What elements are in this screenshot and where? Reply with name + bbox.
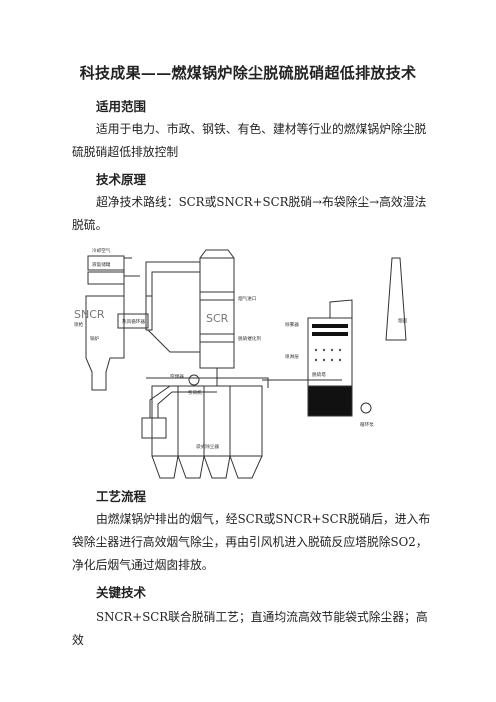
- air-box: [87, 271, 125, 285]
- duct-up: [145, 261, 201, 297]
- paragraph-process: 由燃煤锅炉排出的烟气，经SCR或SNCR+SCR脱硝后，进入布袋除尘器进行高效烟…: [72, 508, 434, 577]
- paragraph-scope: 适用于电力、市政、钢铁、有色、建材等行业的燃煤锅炉除尘脱硫脱硝超低排放控制: [72, 118, 434, 164]
- label-tower: 脱硫塔: [312, 371, 326, 378]
- label-bag: 袋式除尘器: [196, 443, 219, 450]
- label-heater: 热风循环器: [122, 318, 145, 325]
- fan: [188, 374, 200, 386]
- label-ammonia: 液氨储罐: [92, 261, 111, 268]
- sncr-label: SNCR: [74, 308, 105, 321]
- heading-process: 工艺流程: [96, 489, 147, 504]
- heading-key: 关键技术: [96, 585, 147, 600]
- label-nozzle: 喷枪: [74, 321, 84, 328]
- principle-text: 超净技术路线：SCR或SNCR+SCR脱硝→布袋除尘→高效湿法脱硫。: [72, 195, 427, 232]
- label-chimney: 烟囱: [398, 317, 408, 324]
- label-inlet: 烟气进口: [238, 295, 257, 302]
- label-air: 冷却空气: [92, 247, 111, 254]
- heading-scope: 适用范围: [96, 99, 147, 114]
- heading-principle: 技术原理: [96, 172, 147, 187]
- preheater: [141, 417, 167, 439]
- label-spray: 喷淋层: [285, 353, 299, 360]
- label-demister: 除雾器: [285, 321, 299, 328]
- process-text: 由燃煤锅炉排出的烟气，经SCR或SNCR+SCR脱硝后，进入布袋除尘器进行高效烟…: [72, 512, 431, 572]
- key-text: SNCR+SCR联合脱硝工艺；直通均流高效节能袋式除尘器；高效: [72, 610, 428, 647]
- label-fan: 引风机: [188, 389, 202, 396]
- scr-label: SCR: [206, 312, 229, 325]
- doc-title: 科技成果——燃煤锅炉除尘脱硫脱硝超低排放技术: [79, 64, 417, 82]
- scope-text: 适用于电力、市政、钢铁、有色、建材等行业的燃煤锅炉除尘脱硫脱硝超低排放控制: [72, 122, 427, 159]
- heater-box: [117, 313, 149, 329]
- chimney: [385, 257, 407, 341]
- label-boiler: 锅炉: [90, 335, 100, 342]
- label-catalyst: 脱硝催化剂: [238, 335, 261, 342]
- label-preheater: 空预器: [170, 373, 184, 380]
- pump: [360, 402, 372, 414]
- label-pump: 循环泵: [360, 421, 374, 428]
- paragraph-principle: 超净技术路线：SCR或SNCR+SCR脱硝→布袋除尘→高效湿法脱硫。: [72, 191, 434, 237]
- boiler: [85, 295, 125, 391]
- bag-filter: [151, 385, 263, 457]
- paragraph-key: SNCR+SCR联合脱硝工艺；直通均流高效节能袋式除尘器；高效: [72, 606, 434, 652]
